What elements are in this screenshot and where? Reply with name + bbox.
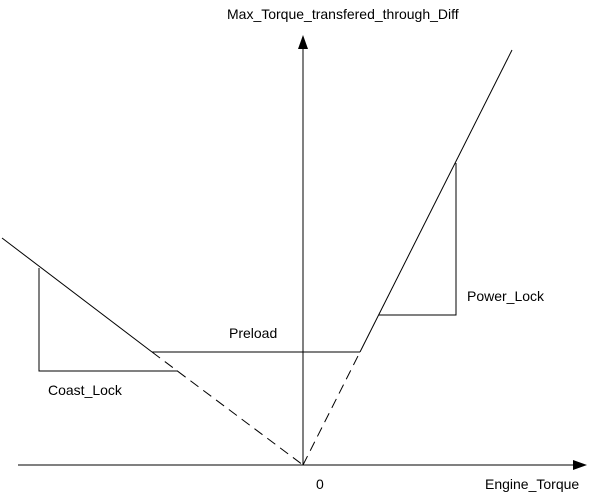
x-axis	[18, 460, 587, 470]
preload-label: Preload	[229, 325, 277, 341]
power-lock-line	[359, 49, 513, 353]
y-axis	[298, 35, 308, 465]
power-lock-dashed-extension	[302, 351, 361, 466]
coast-lock-line	[1, 237, 153, 353]
power-lock-label: Power_Lock	[467, 288, 545, 304]
x-axis-label: Engine_Torque	[485, 476, 579, 492]
coast-lock-label: Coast_Lock	[48, 382, 123, 398]
power-lock-slope-triangle	[379, 163, 457, 316]
y-axis-arrowhead	[298, 35, 308, 49]
origin-label: 0	[316, 476, 324, 492]
x-axis-arrowhead	[573, 460, 587, 470]
coast-lock-slope-triangle	[38, 268, 178, 372]
coast-lock-dashed-extension	[151, 351, 304, 466]
y-axis-label: Max_Torque_transfered_through_Diff	[227, 6, 459, 22]
